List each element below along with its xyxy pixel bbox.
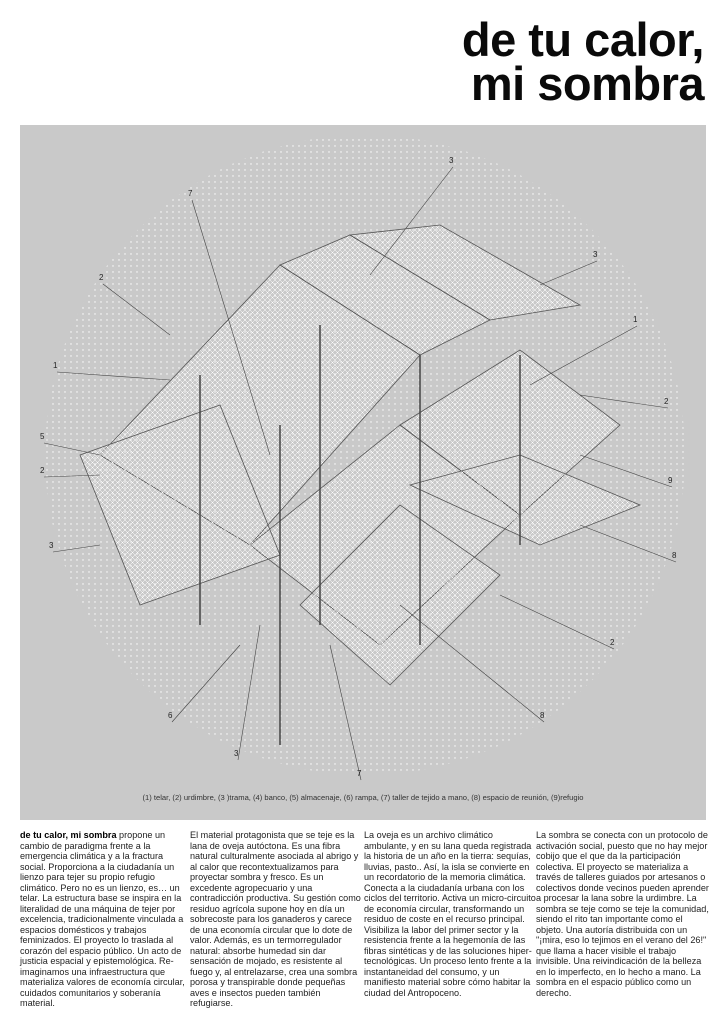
leader-line <box>539 260 598 286</box>
legend: (1) telar, (2) urdimbre, (3 )trama, (4) … <box>142 793 584 802</box>
callout-number: 8 <box>672 551 677 560</box>
leader-line <box>52 544 101 553</box>
callout-leaders <box>43 166 677 781</box>
leader-line <box>329 644 362 781</box>
callout-number: 2 <box>40 466 45 475</box>
callout-number: 5 <box>40 432 45 441</box>
leader-line <box>102 283 171 336</box>
leader-line <box>43 442 101 456</box>
callout-number: 3 <box>593 250 598 259</box>
column-1-text: propone un cambio de paradigma frente a … <box>20 830 185 1008</box>
title-line-1: de tu calor, <box>461 13 705 66</box>
callout-number: 7 <box>357 769 362 778</box>
callout-number: 1 <box>633 315 638 324</box>
axonometric-drawing: 3 7 2 3 1 1 2 5 2 9 3 8 2 6 8 3 7 <box>40 135 685 781</box>
leader-line <box>237 624 261 761</box>
leader-line <box>529 325 638 386</box>
leader-line <box>191 199 271 456</box>
callout-number: 2 <box>99 273 104 282</box>
callout-number: 3 <box>49 541 54 550</box>
text-columns: de tu calor, mi sombra propone un cambio… <box>20 830 710 1009</box>
column-4: La sombra se conecta con un protocolo de… <box>536 830 709 998</box>
axonometric-illustration: 3 7 2 3 1 1 2 5 2 9 3 8 2 6 8 3 7 (1) telar, (2) urdimbr… <box>20 125 706 820</box>
callout-number: 3 <box>234 749 239 758</box>
leader-line <box>43 474 101 478</box>
column-1-lead: de tu calor, mi sombra <box>20 830 117 840</box>
leader-line <box>579 524 677 563</box>
column-3: La oveja es un archivo climático ambulan… <box>364 830 536 998</box>
callout-number: 2 <box>610 638 615 647</box>
column-1: de tu calor, mi sombra propone un cambio… <box>20 830 190 1009</box>
callout-labels: 3 7 2 3 1 1 2 5 2 9 3 8 2 6 8 3 7 <box>40 156 677 778</box>
leader-line <box>579 454 673 488</box>
leader-line <box>369 166 454 276</box>
column-2: El material protagonista que se teje es … <box>190 830 361 1008</box>
roof-structures <box>79 224 642 745</box>
leader-line <box>499 594 615 650</box>
leader-line <box>399 604 545 723</box>
callout-number: 1 <box>53 361 58 370</box>
callout-number: 9 <box>668 476 673 485</box>
page-title: de tu calor, mi sombra <box>461 13 705 110</box>
title-line-2: mi sombra <box>470 57 705 110</box>
leader-line <box>171 644 241 723</box>
leader-line <box>56 371 171 381</box>
callout-number: 8 <box>540 711 545 720</box>
woven-roof-panel <box>299 504 501 686</box>
leader-line <box>579 394 669 409</box>
callout-number: 7 <box>188 189 193 198</box>
callout-number: 6 <box>168 711 173 720</box>
woven-roof-panel <box>408 454 642 546</box>
callout-number: 2 <box>664 397 669 406</box>
woven-roof-panel <box>348 224 582 321</box>
callout-number: 3 <box>449 156 454 165</box>
